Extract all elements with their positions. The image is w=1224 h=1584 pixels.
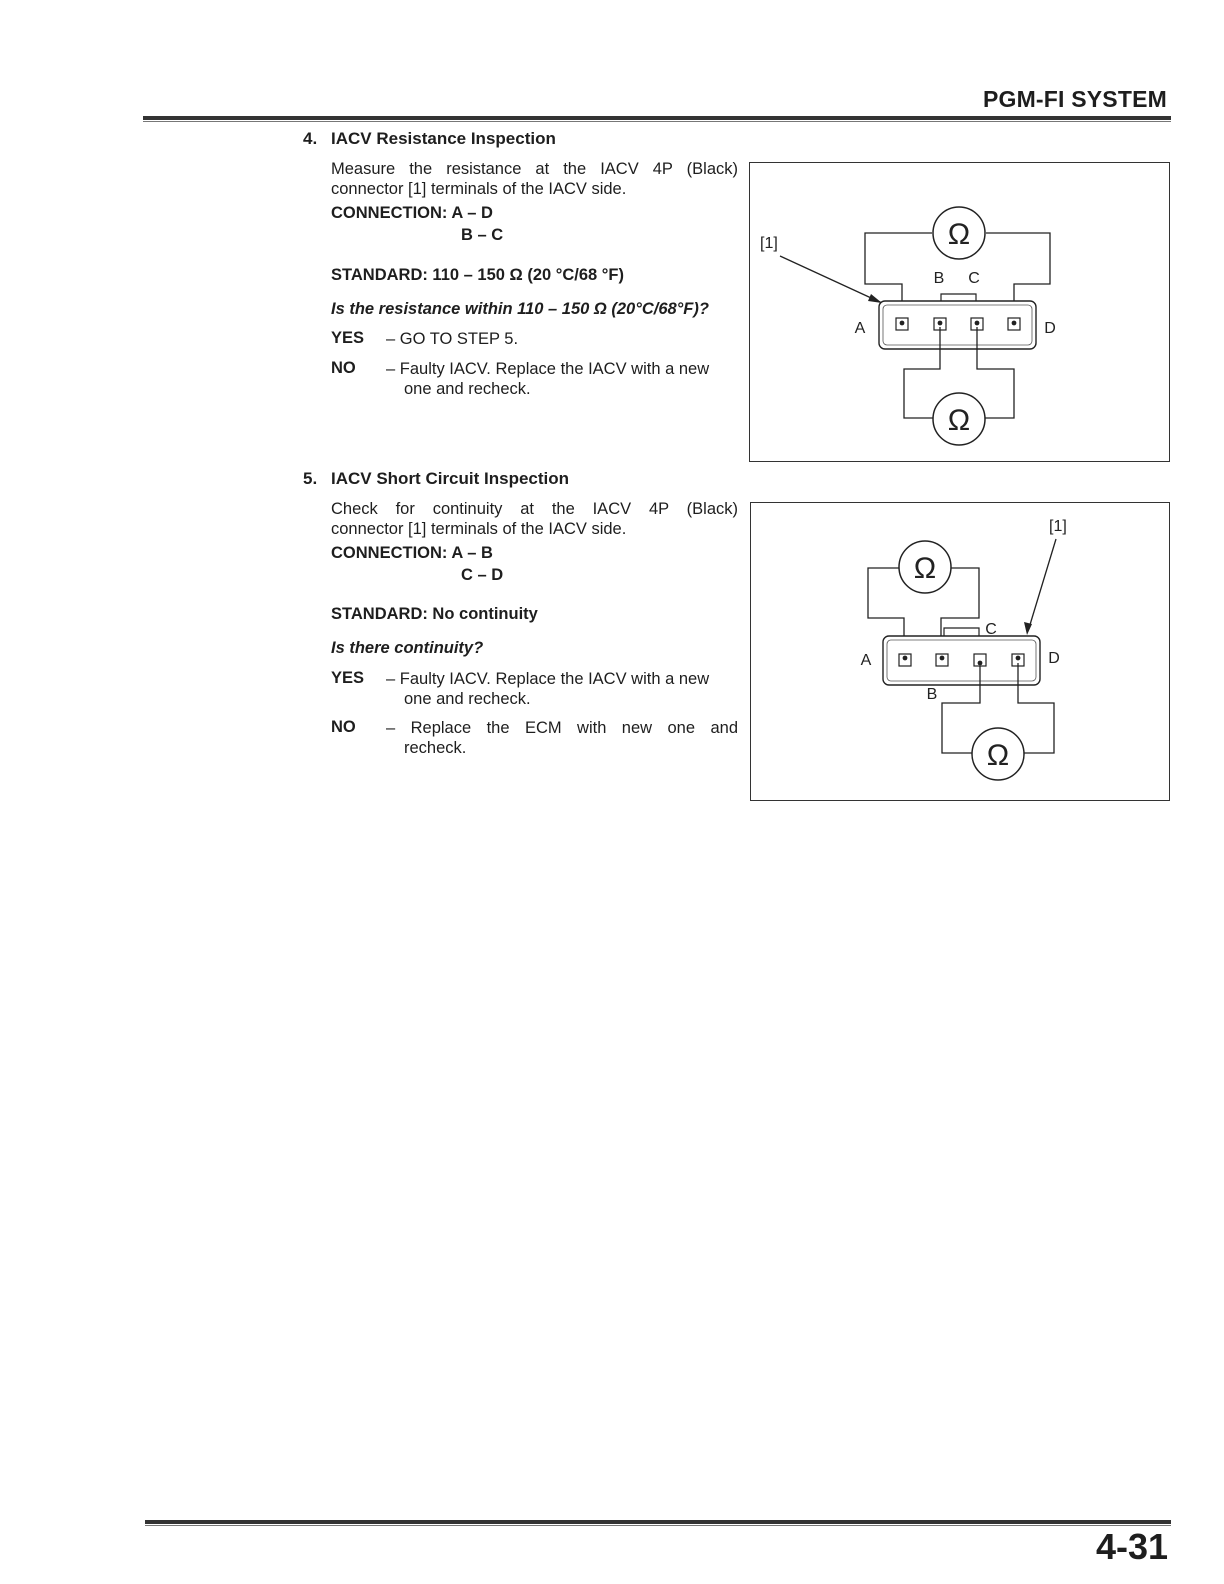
step-5-yes-line-1: – Faulty IACV. Replace the IACV with a n… bbox=[386, 670, 710, 688]
connector-inner-2 bbox=[886, 639, 1037, 682]
step-4-yes-text: – GO TO STEP 5. bbox=[386, 329, 738, 349]
header-rule bbox=[143, 116, 1171, 120]
footer-rule-thin bbox=[145, 1525, 1171, 1526]
terminal-d-pin bbox=[1011, 320, 1017, 326]
terminal-c-pin bbox=[974, 320, 980, 326]
step-5-connection: CONNECTION: A – B bbox=[331, 544, 493, 562]
step-4-connection: CONNECTION: A – D bbox=[331, 204, 493, 222]
step-4-yes-line-1: – GO TO STEP 5. bbox=[386, 330, 519, 348]
callout-arrowhead bbox=[868, 294, 882, 303]
step-5-connection-second: C – D bbox=[461, 566, 504, 584]
terminal-a bbox=[895, 317, 909, 331]
terminal-a-pin-2 bbox=[902, 655, 908, 661]
header-rule-thin bbox=[143, 121, 1171, 122]
step-4-yes-label: YES bbox=[331, 329, 365, 347]
step-5-description-line-2: connector [1] terminals of the IACV side… bbox=[331, 520, 627, 538]
step-5-yes-text: – Faulty IACV. Replace the IACV with a n… bbox=[386, 669, 738, 709]
callout-leader-line-2 bbox=[1028, 538, 1057, 629]
wire-b-top-2 bbox=[940, 567, 980, 655]
step-4-standard: STANDARD: 110 – 150 Ω (20 °C/68 °F) bbox=[331, 266, 624, 284]
wire-a-top-2 bbox=[867, 567, 905, 655]
terminal-label-b: B bbox=[934, 270, 945, 287]
terminal-b-pin bbox=[937, 320, 943, 326]
step-4-no-label: NO bbox=[331, 359, 356, 377]
step-4-number: 4. bbox=[303, 129, 318, 148]
step-5-standard: STANDARD: No continuity bbox=[331, 605, 538, 623]
connector-callout-2: [1] bbox=[1049, 518, 1067, 535]
page-number: 4-31 bbox=[1095, 1526, 1168, 1567]
step-5-title: IACV Short Circuit Inspection bbox=[331, 469, 570, 488]
ohmmeter-bottom bbox=[932, 392, 986, 446]
step-4-question: Is the resistance within 110 – 150 Ω (20… bbox=[331, 300, 709, 318]
connector-outer-2 bbox=[882, 635, 1041, 686]
wire-d-bottom-2 bbox=[1017, 663, 1055, 754]
terminal-label-c: C bbox=[968, 270, 980, 287]
terminal-b-2 bbox=[935, 653, 949, 667]
terminal-label-d-2: D bbox=[1048, 650, 1060, 667]
step-4-description-line-1: Measure the resistance at the IACV 4P (B… bbox=[331, 160, 738, 178]
wire-d-top bbox=[986, 232, 1051, 316]
step-4-connection-second: B – C bbox=[461, 226, 504, 244]
step-4-no-text: – Faulty IACV. Replace the IACV with a n… bbox=[386, 359, 738, 399]
terminal-label-b-2: B bbox=[927, 686, 938, 703]
step-5-description: Check for continuity at the IACV 4P (Bla… bbox=[331, 499, 738, 539]
short-circuit-inspection-diagram: [1] Ω C A D B Ω bbox=[750, 502, 1170, 801]
terminal-label-c-2: C bbox=[985, 621, 997, 638]
step-5-no-label: NO bbox=[331, 718, 356, 736]
connector-inner bbox=[882, 304, 1033, 346]
ohm-symbol-top: Ω bbox=[948, 218, 970, 251]
step-5-no-line-1: – Replace the ECM with new one and bbox=[386, 719, 738, 737]
step-5-no-line-2: recheck. bbox=[404, 739, 467, 757]
terminal-label-d: D bbox=[1044, 320, 1056, 337]
terminal-d-pin-2 bbox=[1015, 655, 1021, 661]
wire-c-bottom-2 bbox=[941, 666, 981, 754]
ohm-symbol-bottom: Ω bbox=[948, 404, 970, 437]
step-5-yes-label: YES bbox=[331, 669, 365, 687]
wire-a-top bbox=[864, 232, 932, 316]
step-4-description-line-2: connector [1] terminals of the IACV side… bbox=[331, 180, 627, 198]
step-4-no-line-2: one and recheck. bbox=[404, 380, 531, 398]
step-4-description: Measure the resistance at the IACV 4P (B… bbox=[331, 159, 738, 199]
terminal-d bbox=[1007, 317, 1021, 331]
step-5-description-line-1: Check for continuity at the IACV 4P (Bla… bbox=[331, 500, 738, 518]
resistance-inspection-diagram: [1] Ω B C A D Ω bbox=[749, 162, 1170, 462]
step-5-number: 5. bbox=[303, 469, 318, 488]
connector-latch bbox=[940, 293, 977, 301]
terminal-a-2 bbox=[898, 653, 912, 667]
terminal-b-pin-2 bbox=[939, 655, 945, 661]
ohmmeter-bottom-2 bbox=[971, 727, 1025, 781]
callout-leader-line bbox=[779, 255, 883, 304]
section-title: PGM-FI SYSTEM bbox=[982, 86, 1167, 112]
step-5-no-text: – Replace the ECM with new one and reche… bbox=[386, 718, 738, 758]
step-5-yes-line-2: one and recheck. bbox=[404, 690, 531, 708]
ohmmeter-top bbox=[932, 206, 986, 260]
ohm-symbol-top-2: Ω bbox=[914, 552, 936, 585]
wire-b-bottom bbox=[903, 327, 941, 419]
ohmmeter-top-2 bbox=[898, 540, 952, 594]
connector-callout: [1] bbox=[760, 235, 778, 252]
callout-arrowhead-2 bbox=[1024, 622, 1032, 635]
terminal-c-pin-2 bbox=[977, 660, 983, 666]
terminal-label-a-2: A bbox=[861, 652, 872, 669]
resistance-diagram-svg: [1] Ω B C A D Ω bbox=[760, 206, 1056, 446]
terminal-a-pin bbox=[899, 320, 905, 326]
terminal-label-a: A bbox=[855, 320, 866, 337]
wire-c-bottom bbox=[976, 327, 1015, 419]
connector-latch-2 bbox=[943, 627, 980, 636]
step-5-question: Is there continuity? bbox=[331, 639, 484, 657]
step-4-no-line-1: – Faulty IACV. Replace the IACV with a n… bbox=[386, 360, 710, 378]
step-4-title: IACV Resistance Inspection bbox=[331, 129, 556, 148]
connector-outer bbox=[878, 300, 1037, 350]
footer-rule bbox=[145, 1520, 1171, 1524]
ohm-symbol-bottom-2: Ω bbox=[987, 739, 1009, 772]
short-circuit-diagram-svg: [1] Ω C A D B Ω bbox=[861, 518, 1067, 781]
